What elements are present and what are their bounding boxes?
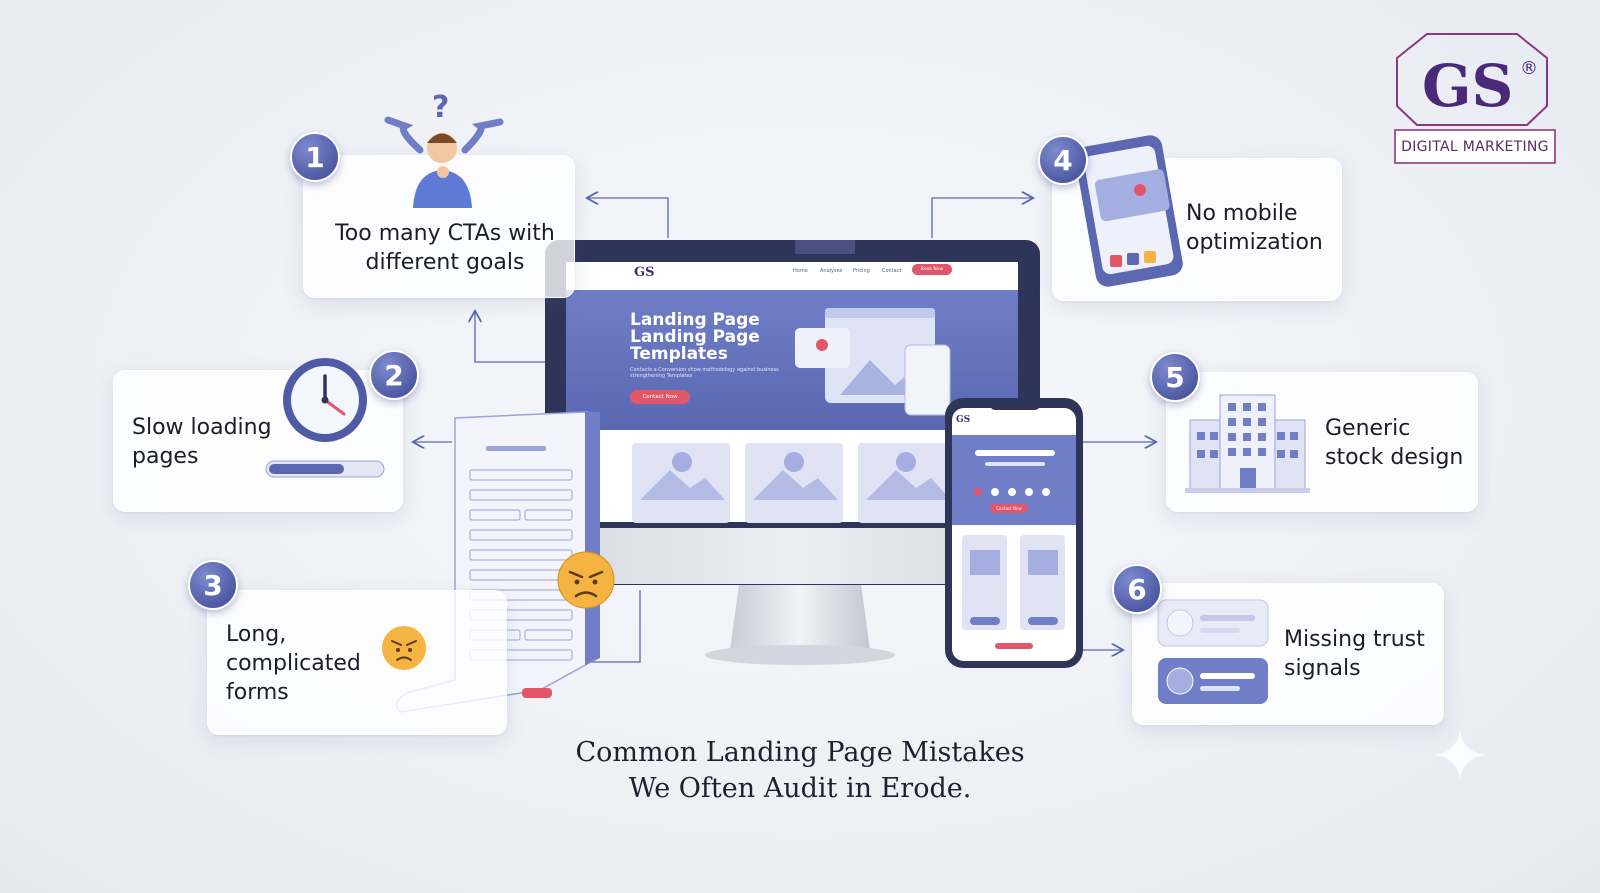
hero-subtitle: Contacts a Conversion show methodology a… xyxy=(630,367,779,379)
mistake-text-5: Generic stock design xyxy=(1325,416,1464,470)
mistake-badge-6: 6 xyxy=(1112,564,1162,614)
mistake-card-3 xyxy=(207,590,507,735)
smartphone xyxy=(945,398,1083,668)
angry-face-icon-large xyxy=(557,551,615,609)
mistake-badge-3: 3 xyxy=(188,560,238,610)
mistake-badge-2: 2 xyxy=(369,350,419,400)
site-logo: GS xyxy=(634,265,655,280)
site-nav-home: Home xyxy=(793,268,808,274)
mistake-badge-1: 1 xyxy=(290,132,340,182)
phone-logo: GS xyxy=(956,415,971,425)
mistake-text-3: Long, complicated forms xyxy=(226,622,361,705)
page-title: Common Landing Page Mistakes We Often Au… xyxy=(575,737,1025,804)
desktop-monitor xyxy=(545,240,1040,665)
logo-tagline: DIGITAL MARKETING xyxy=(1401,139,1549,155)
registered-mark: ® xyxy=(1520,58,1538,79)
site-nav-cta: Book Now xyxy=(912,264,952,275)
site-nav-pricing: Pricing xyxy=(853,268,870,274)
site-nav-contact: Contact xyxy=(882,268,902,274)
phone-contact-button: Contact Now xyxy=(990,504,1028,513)
logo-mark: GS xyxy=(1422,52,1513,120)
mistake-badge-4: 4 xyxy=(1038,135,1088,185)
mistake-text-1: Too many CTAs with different goals xyxy=(335,221,555,275)
mistake-text-4: No mobile optimization xyxy=(1186,201,1323,255)
site-nav-analyses: Analyses xyxy=(820,268,843,274)
hero-contact-button: Contact Now xyxy=(630,390,690,404)
mistake-text-6: Missing trust signals xyxy=(1284,627,1425,681)
gs-logo: GS ® xyxy=(1394,33,1556,164)
mistake-badge-5: 5 xyxy=(1150,352,1200,402)
mistake-text-2: Slow loading pages xyxy=(132,415,272,469)
hero-title: Landing Page Landing Page Templates xyxy=(630,310,760,364)
